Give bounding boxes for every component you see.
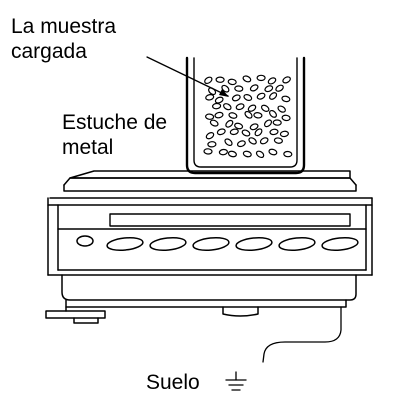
sample-granule	[214, 96, 224, 104]
sample-granule	[212, 102, 222, 110]
sample-granule	[267, 77, 277, 85]
ground-symbol-icon	[225, 371, 247, 391]
operation-key	[321, 236, 359, 252]
balance-body	[47, 197, 373, 276]
sample-granule	[254, 128, 263, 137]
sample-granule	[228, 112, 238, 119]
sample-granule	[281, 95, 291, 103]
sample-granule	[207, 141, 217, 148]
sample-granule	[277, 105, 286, 113]
sample-granule	[268, 148, 278, 156]
sample-granule	[205, 94, 215, 101]
sample-granule	[247, 104, 257, 112]
sample-granule	[272, 119, 282, 126]
operation-key	[149, 236, 187, 252]
case-label-line1: Estuche de	[62, 111, 168, 134]
ground-label: Suelo	[146, 371, 200, 394]
sample-granule	[243, 94, 253, 101]
sample-granule	[242, 150, 252, 158]
sample-granule	[256, 74, 266, 82]
sample-label-line1: La muestra	[11, 15, 117, 38]
sample-granule	[214, 111, 224, 119]
sample-granule	[205, 132, 215, 140]
display-window	[109, 213, 351, 227]
sample-granule	[229, 128, 239, 136]
sample-granule	[234, 122, 244, 130]
operation-key	[192, 236, 230, 252]
sample-granule	[203, 148, 213, 155]
sample-label-line2: cargada	[11, 40, 87, 63]
sample-granule	[223, 103, 232, 111]
sample-granule	[205, 113, 215, 120]
sample-granule	[279, 130, 289, 138]
sample-granule	[204, 76, 213, 85]
sample-granule	[248, 137, 257, 145]
sample-granule	[259, 137, 269, 145]
sample-granule	[260, 104, 270, 112]
sample-granule	[234, 85, 244, 92]
sample-granule	[281, 114, 291, 122]
case-label: Estuche de metal	[62, 110, 167, 160]
sample-granule	[218, 148, 228, 156]
sample-granule	[263, 119, 273, 128]
sample-granule	[269, 128, 279, 136]
sample-granule	[264, 85, 274, 93]
sample-granule	[256, 92, 266, 100]
sample-granule	[282, 76, 291, 84]
sample-granule	[209, 119, 219, 127]
sample-granule	[275, 84, 284, 92]
sample-granule	[273, 137, 283, 144]
weighing-pan	[63, 170, 357, 192]
sample-granule	[269, 109, 277, 118]
ground-wire	[262, 306, 342, 363]
sample-granule	[249, 84, 259, 92]
sample-granule	[216, 128, 226, 136]
sample-granules	[203, 74, 293, 159]
sample-granule	[283, 150, 293, 158]
sample-granule	[242, 75, 252, 83]
sample-granule	[253, 112, 263, 119]
sample-granule	[244, 110, 253, 119]
sample-granule	[221, 84, 230, 93]
sample-granule	[224, 138, 233, 147]
sample-granule	[235, 103, 245, 111]
sample-granule	[231, 94, 241, 102]
sample-leader-line	[146, 56, 229, 97]
case-label-line2: metal	[62, 136, 114, 159]
sample-granule	[269, 92, 278, 100]
sample-granule	[255, 150, 265, 159]
sample-granule	[241, 129, 251, 137]
sample-granule	[249, 123, 259, 131]
sample-granule	[227, 150, 237, 158]
sample-granule	[215, 76, 225, 83]
metal-case	[185, 56, 306, 175]
operation-key	[278, 236, 316, 252]
sample-arrowhead	[219, 89, 229, 97]
operation-key	[106, 236, 144, 252]
sample-granule	[236, 140, 246, 148]
sample-label: La muestra cargada	[11, 14, 116, 64]
sample-granule	[225, 119, 234, 128]
operation-keys	[106, 236, 359, 252]
operation-key	[235, 236, 273, 252]
sample-granule	[227, 78, 237, 86]
balance-base	[45, 274, 357, 324]
power-key	[76, 235, 94, 247]
